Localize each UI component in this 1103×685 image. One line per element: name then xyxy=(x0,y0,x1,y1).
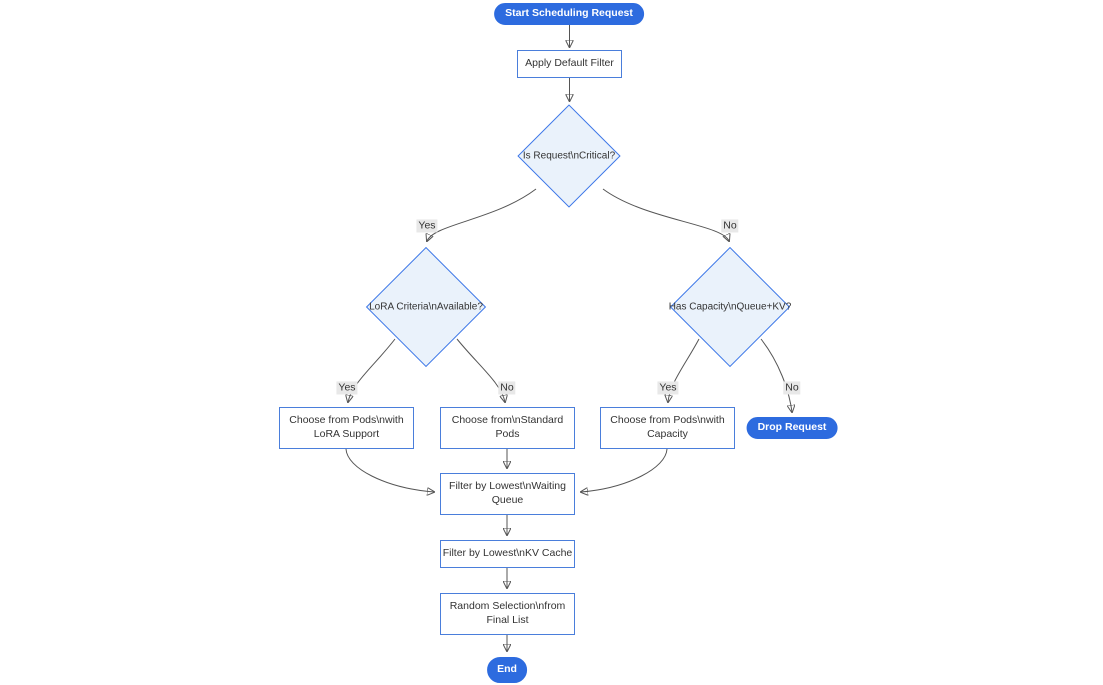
edge-label-lora-no: No xyxy=(498,381,516,395)
decision-has-capacity: Has Capacity\nQueue+KV? xyxy=(668,246,792,368)
node-choose-capacity-pods-label: Choose from Pods\nwith Capacity xyxy=(610,414,725,440)
node-choose-lora-pods-label: Choose from Pods\nwith LoRA Support xyxy=(289,414,404,440)
edge-capacity-no-drop xyxy=(760,338,792,412)
node-start-label: Start Scheduling Request xyxy=(505,7,633,20)
node-drop-request-label: Drop Request xyxy=(757,421,827,434)
node-random-selection: Random Selection\nfrom Final List xyxy=(440,593,575,635)
edge-choosecapacity-filter xyxy=(581,448,668,492)
edge-chooselora-filter xyxy=(345,448,434,492)
edge-label-critical-yes: Yes xyxy=(416,219,438,233)
node-drop-request: Drop Request xyxy=(746,417,838,439)
edge-label-capacity-no: No xyxy=(783,381,801,395)
decision-has-capacity-label: Has Capacity\nQueue+KV? xyxy=(668,301,792,313)
edge-label-lora-yes: Yes xyxy=(336,381,358,395)
node-filter-waiting-queue-label: Filter by Lowest\nWaiting Queue xyxy=(449,480,566,506)
decision-is-critical: Is Request\nCritical? xyxy=(517,104,621,208)
node-choose-standard-pods: Choose from\nStandard Pods xyxy=(440,407,575,449)
decision-lora-criteria-label: LoRA Criteria\nAvailable? xyxy=(369,301,483,313)
node-apply-default-filter-label: Apply Default Filter xyxy=(525,57,614,70)
node-random-selection-label: Random Selection\nfrom Final List xyxy=(449,600,566,626)
edge-capacity-yes-choosecapacity xyxy=(668,338,700,402)
node-filter-kv-cache-label: Filter by Lowest\nKV Cache xyxy=(442,547,573,560)
node-end: End xyxy=(487,657,527,683)
edge-critical-yes-lora xyxy=(427,188,537,241)
edge-lora-no-choosestandard xyxy=(456,338,505,402)
node-choose-lora-pods: Choose from Pods\nwith LoRA Support xyxy=(279,407,414,449)
edge-label-critical-no: No xyxy=(721,219,739,233)
node-filter-kv-cache: Filter by Lowest\nKV Cache xyxy=(440,540,575,568)
edge-critical-no-capacity xyxy=(602,188,729,241)
node-start: Start Scheduling Request xyxy=(494,3,644,25)
edge-lora-yes-chooselora xyxy=(348,338,396,402)
node-end-label: End xyxy=(497,663,517,676)
edge-label-capacity-yes: Yes xyxy=(657,381,679,395)
node-filter-waiting-queue: Filter by Lowest\nWaiting Queue xyxy=(440,473,575,515)
node-choose-standard-pods-label: Choose from\nStandard Pods xyxy=(451,414,564,440)
node-choose-capacity-pods: Choose from Pods\nwith Capacity xyxy=(600,407,735,449)
decision-is-critical-label: Is Request\nCritical? xyxy=(522,150,616,162)
decision-lora-criteria: LoRA Criteria\nAvailable? xyxy=(365,246,487,368)
node-apply-default-filter: Apply Default Filter xyxy=(517,50,622,78)
